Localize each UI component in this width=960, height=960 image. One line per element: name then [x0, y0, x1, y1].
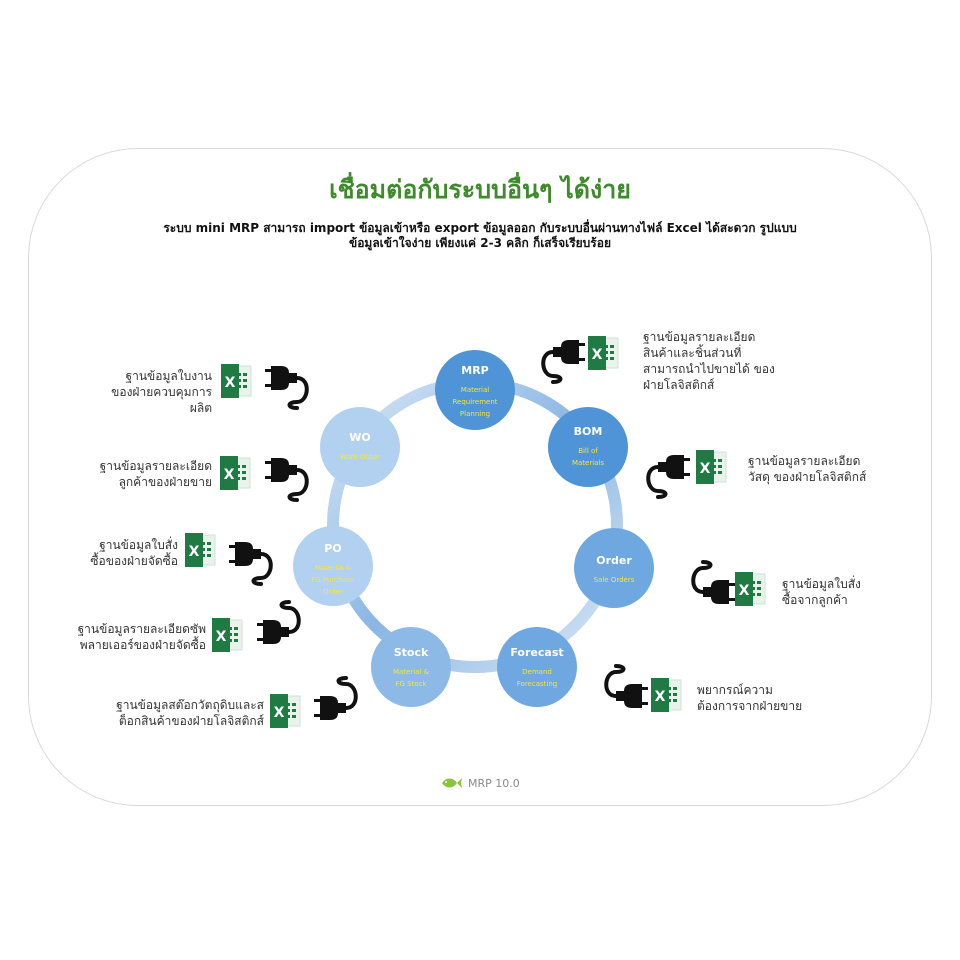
plug-icon: [604, 664, 650, 710]
excel-icon: [184, 532, 216, 568]
connector-label-forecast: พยากรณ์ความ ต้องการจากฝ่ายขาย: [697, 683, 803, 713]
node-mrp: MRP Material Requirement Planning: [435, 350, 515, 430]
plug-icon: [646, 453, 692, 499]
connector-label-mrp: ฐานข้อมูลรายละเอียด สินค้าและชิ้นส่วนที่…: [643, 330, 775, 392]
node-wo-subtitle: Work Order: [340, 453, 380, 461]
svg-text:Materila &: Materila &: [315, 564, 352, 572]
page-subtitle-line-1: ระบบ mini MRP สามารถ import ข้อมูลเข้าหร…: [163, 221, 797, 235]
node-forecast: Forecast Demand Forecasting: [497, 627, 577, 707]
connector-label-supplier: ฐานข้อมูลรายละเอียดซัพ พลายเออร์ของฝ่ายจ…: [77, 622, 206, 652]
excel-icon: [220, 363, 252, 399]
svg-text:Demand: Demand: [522, 668, 552, 676]
node-po: PO Materila & FG Purchase Order: [293, 526, 373, 606]
svg-text:Materials: Materials: [572, 459, 604, 467]
node-order: Order Sale Orders: [574, 528, 654, 608]
svg-text:Material &: Material &: [393, 668, 430, 676]
fish-logo-icon: [442, 778, 462, 788]
footer: MRP 10.0: [440, 775, 520, 791]
node-mrp-title: MRP: [461, 364, 488, 377]
plug-icon: [312, 676, 358, 722]
node-order-subtitle: Sale Orders: [594, 576, 635, 584]
connector-label-po: ฐานข้อมูลใบสั่ง ซื้อของฝ่ายจัดซื้อ: [90, 538, 178, 568]
svg-text:Order: Order: [323, 588, 343, 596]
connector-label-order: ฐานข้อมูลใบสั่ง ซื้อจากลูกค้า: [782, 577, 861, 607]
svg-text:FG Purchase: FG Purchase: [311, 576, 354, 584]
plug-icon: [263, 364, 309, 410]
excel-icon: [695, 449, 727, 485]
connector-label-bom: ฐานข้อมูลรายละเอียด วัสดุ ของฝ่ายโลจิสติ…: [748, 454, 867, 484]
node-wo: WO Work Order: [320, 407, 400, 487]
node-stock-title: Stock: [394, 646, 429, 659]
node-po-title: PO: [324, 542, 341, 555]
node-forecast-title: Forecast: [510, 646, 563, 659]
node-bom: BOM Bill of Materials: [548, 407, 628, 487]
page-title: เชื่อมต่อกับระบบอื่นๆ ได้ง่าย: [329, 175, 631, 204]
excel-icon: [219, 455, 251, 491]
content-card: [28, 148, 932, 806]
plug-icon: [263, 456, 309, 502]
svg-text:Planning: Planning: [460, 410, 490, 418]
plug-icon: [691, 560, 737, 606]
excel-icon: [269, 693, 301, 729]
connector-label-wo: ฐานข้อมูลใบงาน ของฝ่ายควบคุมการ ผลิต: [111, 369, 212, 415]
svg-text:Requirement: Requirement: [452, 398, 497, 406]
node-order-title: Order: [596, 554, 632, 567]
node-stock: Stock Material & FG Stock: [371, 627, 451, 707]
page-subtitle-line-2: ข้อมูลเข้าใจง่าย เพียงแค่ 2-3 คลิก ก็เสร…: [349, 236, 611, 250]
node-bom-title: BOM: [574, 425, 603, 438]
plug-icon: [541, 338, 587, 384]
node-wo-title: WO: [349, 431, 370, 444]
svg-text:FG Stock: FG Stock: [395, 680, 427, 688]
excel-icon: [734, 571, 766, 607]
excel-icon: [650, 677, 682, 713]
connector-label-customer: ฐานข้อมูลรายละเอียด ลูกค้าของฝ่ายขาย: [99, 459, 212, 489]
excel-icon: [211, 617, 243, 653]
connector-label-stock: ฐานข้อมูลสต๊อกวัตถุดิบและส ต็อกสินค้าของ…: [116, 698, 264, 728]
plug-icon: [255, 600, 301, 646]
footer-label: MRP 10.0: [468, 776, 520, 790]
plug-icon: [227, 540, 273, 586]
svg-text:Forecasting: Forecasting: [517, 680, 557, 688]
svg-text:Material: Material: [461, 386, 489, 394]
excel-icon: [587, 335, 619, 371]
svg-text:Bill of: Bill of: [578, 447, 598, 455]
